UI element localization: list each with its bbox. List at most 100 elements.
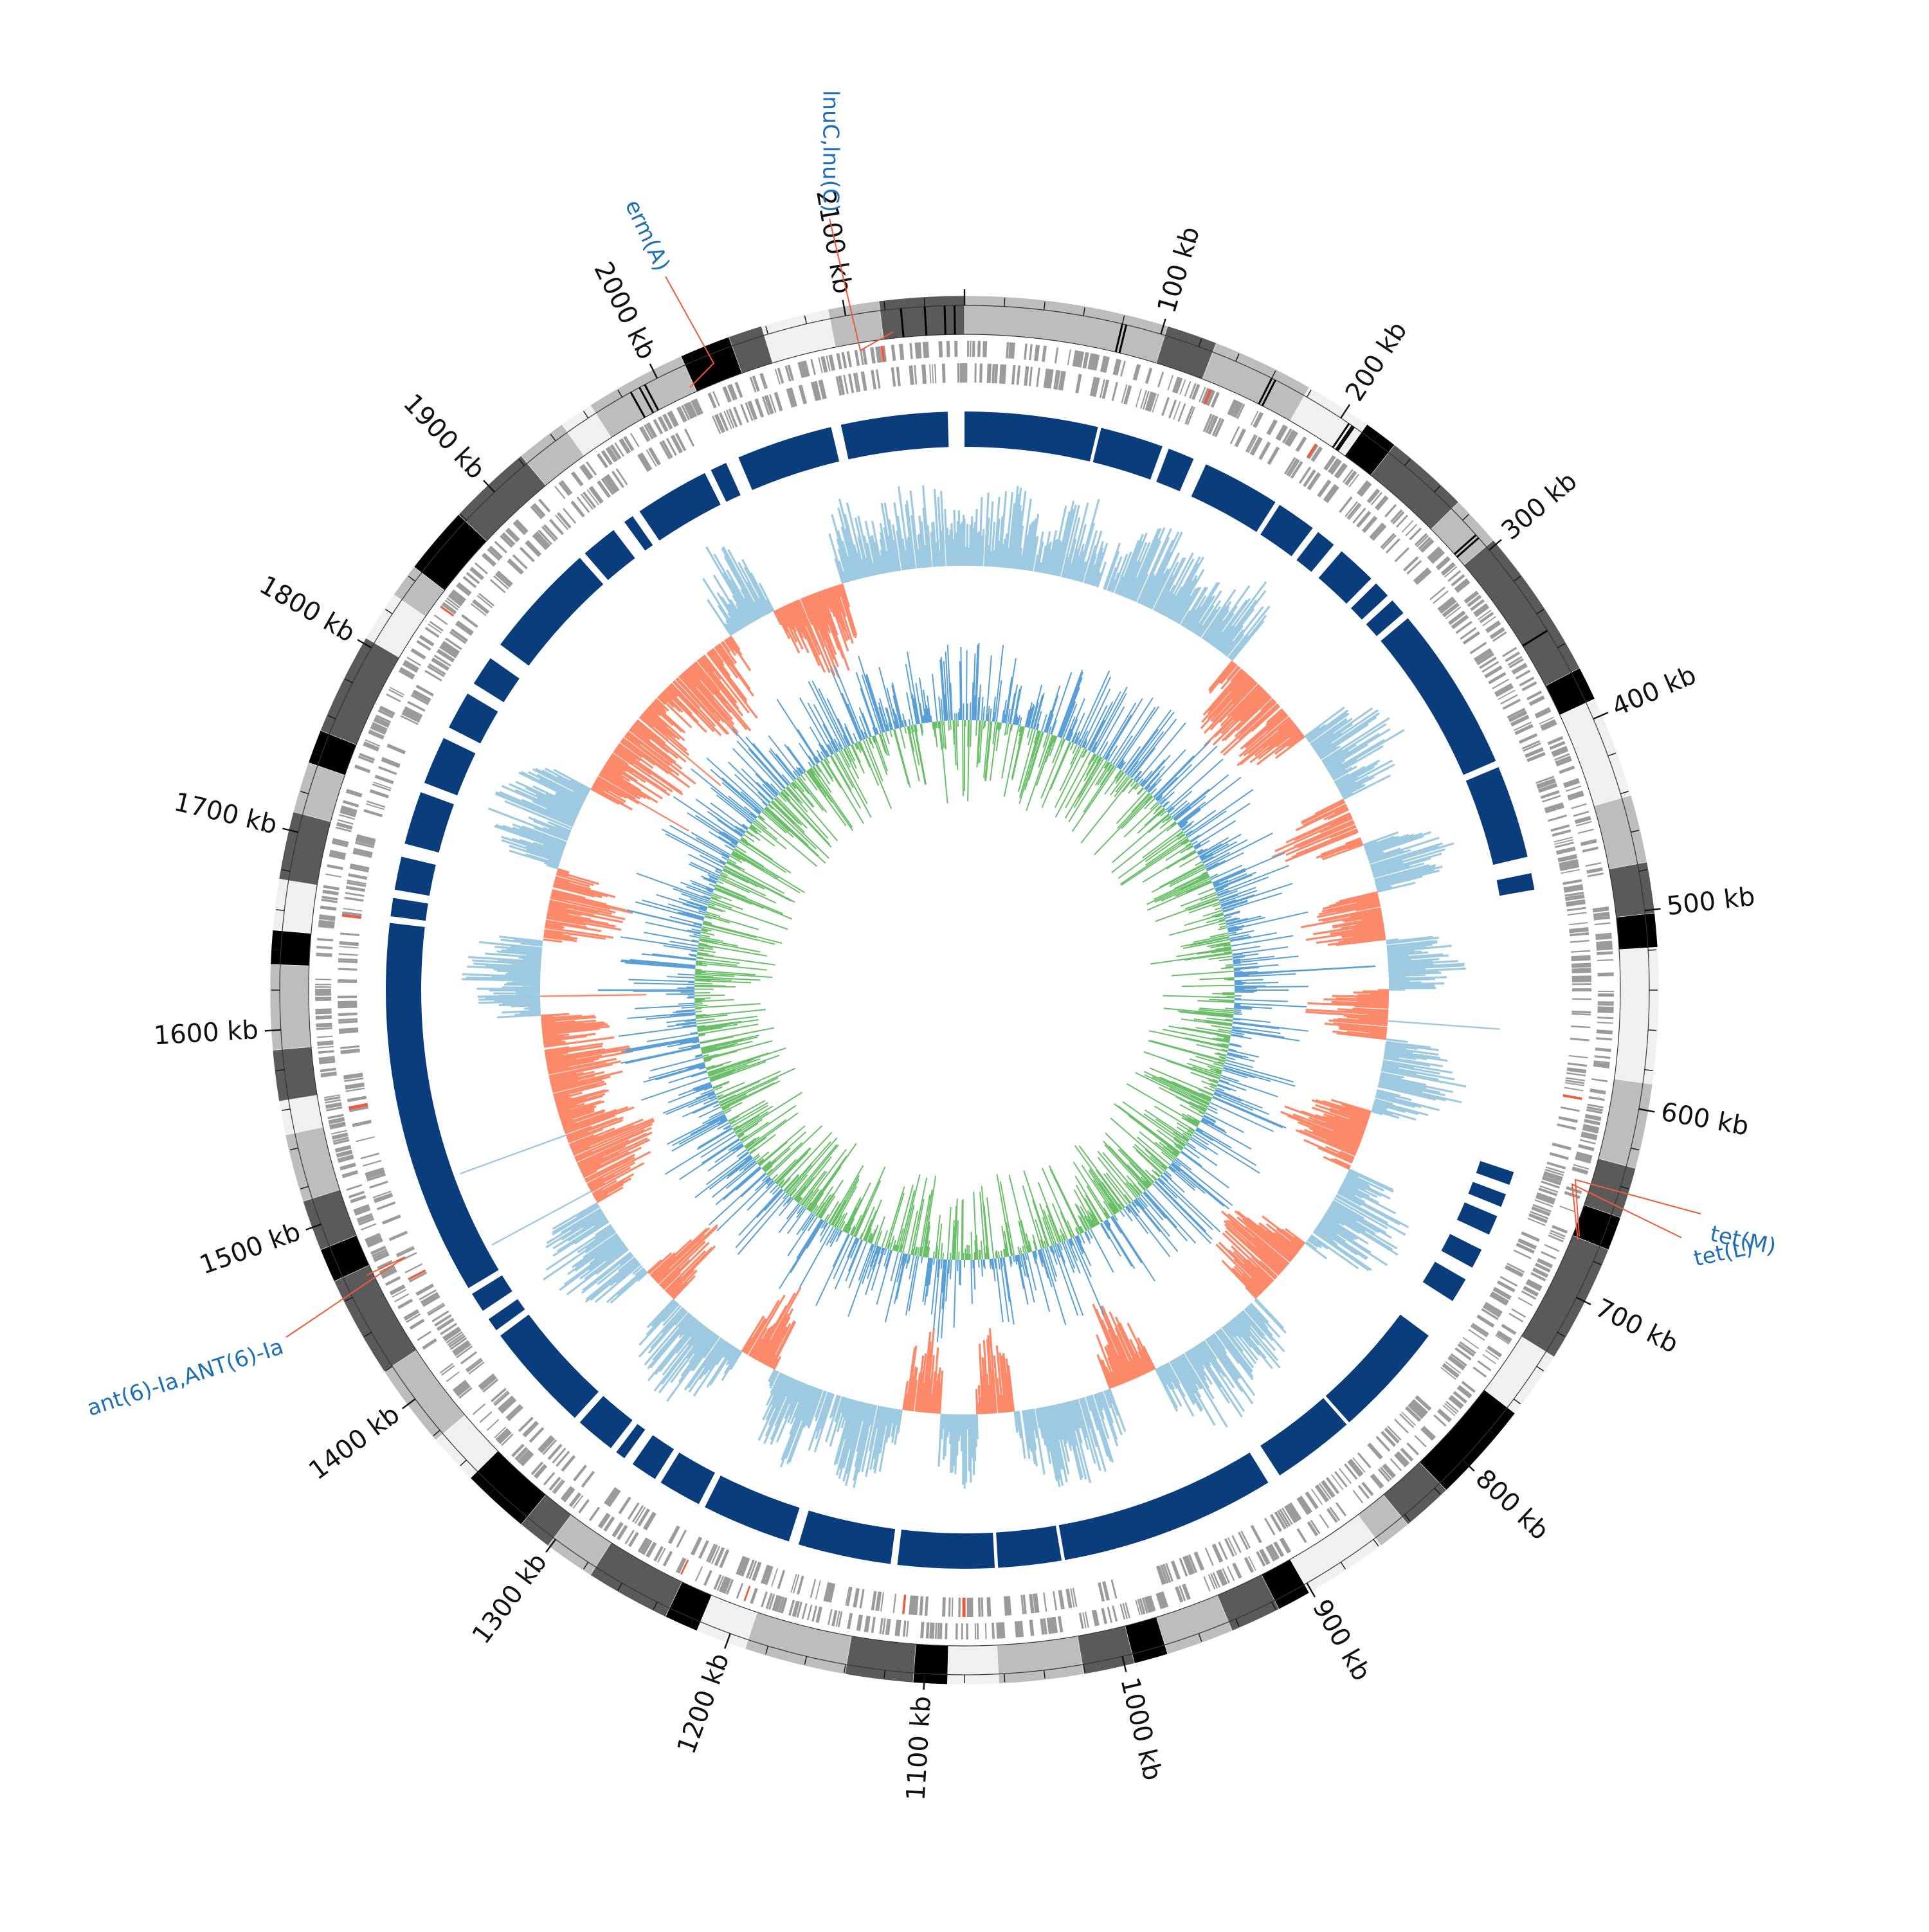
cds-feature	[486, 1418, 500, 1431]
cds-feature	[886, 1618, 891, 1636]
cds-feature	[666, 438, 677, 456]
cds-feature	[1513, 721, 1532, 732]
minor-tick	[282, 1108, 291, 1111]
cds-feature	[336, 1150, 352, 1155]
cds-feature	[339, 814, 355, 820]
cds-feature	[1574, 815, 1591, 824]
cds-feature	[1596, 1037, 1613, 1041]
cds-feature	[871, 1591, 877, 1611]
cds-feature	[403, 660, 419, 671]
cds-feature	[322, 889, 339, 896]
cds-feature	[365, 1169, 385, 1179]
cds-feature	[539, 1437, 556, 1454]
cds-feature	[316, 937, 334, 942]
cds-feature	[442, 1326, 460, 1340]
cds-feature	[1157, 371, 1164, 388]
cds-feature	[338, 953, 358, 956]
cds-feature	[962, 1597, 966, 1618]
scale-label: 800 kb	[1470, 1464, 1555, 1546]
cds-feature	[440, 1323, 458, 1335]
cds-feature	[334, 1144, 352, 1153]
gene-leader-line	[1571, 1183, 1682, 1240]
cds-feature	[954, 341, 958, 357]
minor-tick	[804, 1656, 808, 1665]
conserved-block	[1260, 505, 1313, 557]
cds-feature	[1541, 721, 1557, 732]
conserved-block	[584, 530, 635, 581]
cds-feature	[1578, 828, 1594, 835]
cds-feature	[1440, 562, 1455, 575]
cds-feature	[325, 873, 342, 878]
cds-feature	[838, 375, 846, 395]
cds-feature	[1525, 1281, 1541, 1292]
cds-feature	[864, 1616, 868, 1632]
cds-feature	[381, 1268, 397, 1279]
cds-feature	[667, 411, 678, 428]
cds-feature	[451, 628, 468, 642]
cds-feature	[318, 1056, 336, 1062]
cds-feature	[646, 422, 658, 438]
gc-spike	[596, 777, 689, 832]
cds-feature	[1571, 970, 1591, 973]
resistance-gene-label[interactable]: ant(6)-Ia,ANT(6)-Ia	[84, 1334, 286, 1422]
cds-feature	[1295, 436, 1307, 452]
cds-feature	[1214, 419, 1225, 438]
cds-feature	[1266, 419, 1277, 435]
cds-feature	[1571, 1166, 1589, 1175]
cds-feature	[1229, 426, 1240, 444]
conserved-block	[488, 1299, 525, 1331]
scale-label: 1700 kb	[171, 787, 280, 840]
cds-feature	[494, 541, 507, 554]
cds-feature	[1554, 839, 1573, 845]
resistance-gene-label[interactable]: lnuC,lnu(C)	[818, 90, 844, 212]
cds-feature	[1532, 1204, 1552, 1213]
contig-segment	[278, 811, 331, 886]
cds-feature	[946, 341, 950, 357]
cds-feature	[920, 1621, 925, 1638]
cds-feature	[319, 1060, 336, 1065]
cds-feature	[764, 395, 774, 415]
resistance-gene-label[interactable]: tet(L)	[1692, 1234, 1755, 1272]
cds-feature	[1546, 1161, 1566, 1169]
cds-feature	[385, 1276, 401, 1286]
cds-feature	[340, 1162, 356, 1171]
cds-feature	[846, 1587, 853, 1607]
cds-feature	[1399, 1413, 1415, 1429]
cds-feature	[1537, 781, 1556, 790]
cds-feature	[1342, 469, 1354, 483]
major-tick	[282, 827, 298, 833]
cds-feature	[818, 357, 823, 374]
cds-feature	[1245, 434, 1256, 453]
cds-feature	[1544, 802, 1564, 811]
cds-feature	[610, 444, 622, 460]
cds-feature	[462, 575, 477, 588]
cds-feature	[1283, 1504, 1298, 1524]
cds-feature	[1120, 361, 1126, 377]
cds-feature	[667, 1525, 680, 1544]
cds-feature	[925, 341, 930, 358]
cds-feature	[1494, 683, 1513, 696]
cds-feature	[761, 1591, 768, 1608]
cds-feature	[1454, 1347, 1472, 1361]
cds-feature	[448, 594, 463, 607]
cds-feature	[855, 372, 861, 392]
cds-feature	[1557, 1123, 1577, 1130]
cds-feature	[403, 707, 423, 719]
conserved-block	[705, 1476, 800, 1542]
cds-feature	[1327, 1508, 1338, 1523]
cds-feature	[598, 1513, 611, 1529]
cds-feature	[1394, 1452, 1408, 1468]
conserved-block	[1468, 1182, 1507, 1207]
cds-feature	[1367, 1442, 1383, 1460]
cds-feature	[1319, 1514, 1330, 1528]
cds-feature	[416, 640, 431, 651]
cds-feature	[1596, 1029, 1613, 1034]
resistance-gene-label[interactable]: erm(A)	[620, 196, 675, 275]
cds-feature	[774, 368, 781, 385]
contig-segment	[269, 964, 312, 1051]
cds-feature	[977, 341, 981, 357]
cds-feature	[1569, 929, 1589, 934]
cds-feature	[1288, 459, 1300, 477]
cds-feature	[1115, 359, 1122, 376]
cds-feature	[338, 819, 354, 825]
